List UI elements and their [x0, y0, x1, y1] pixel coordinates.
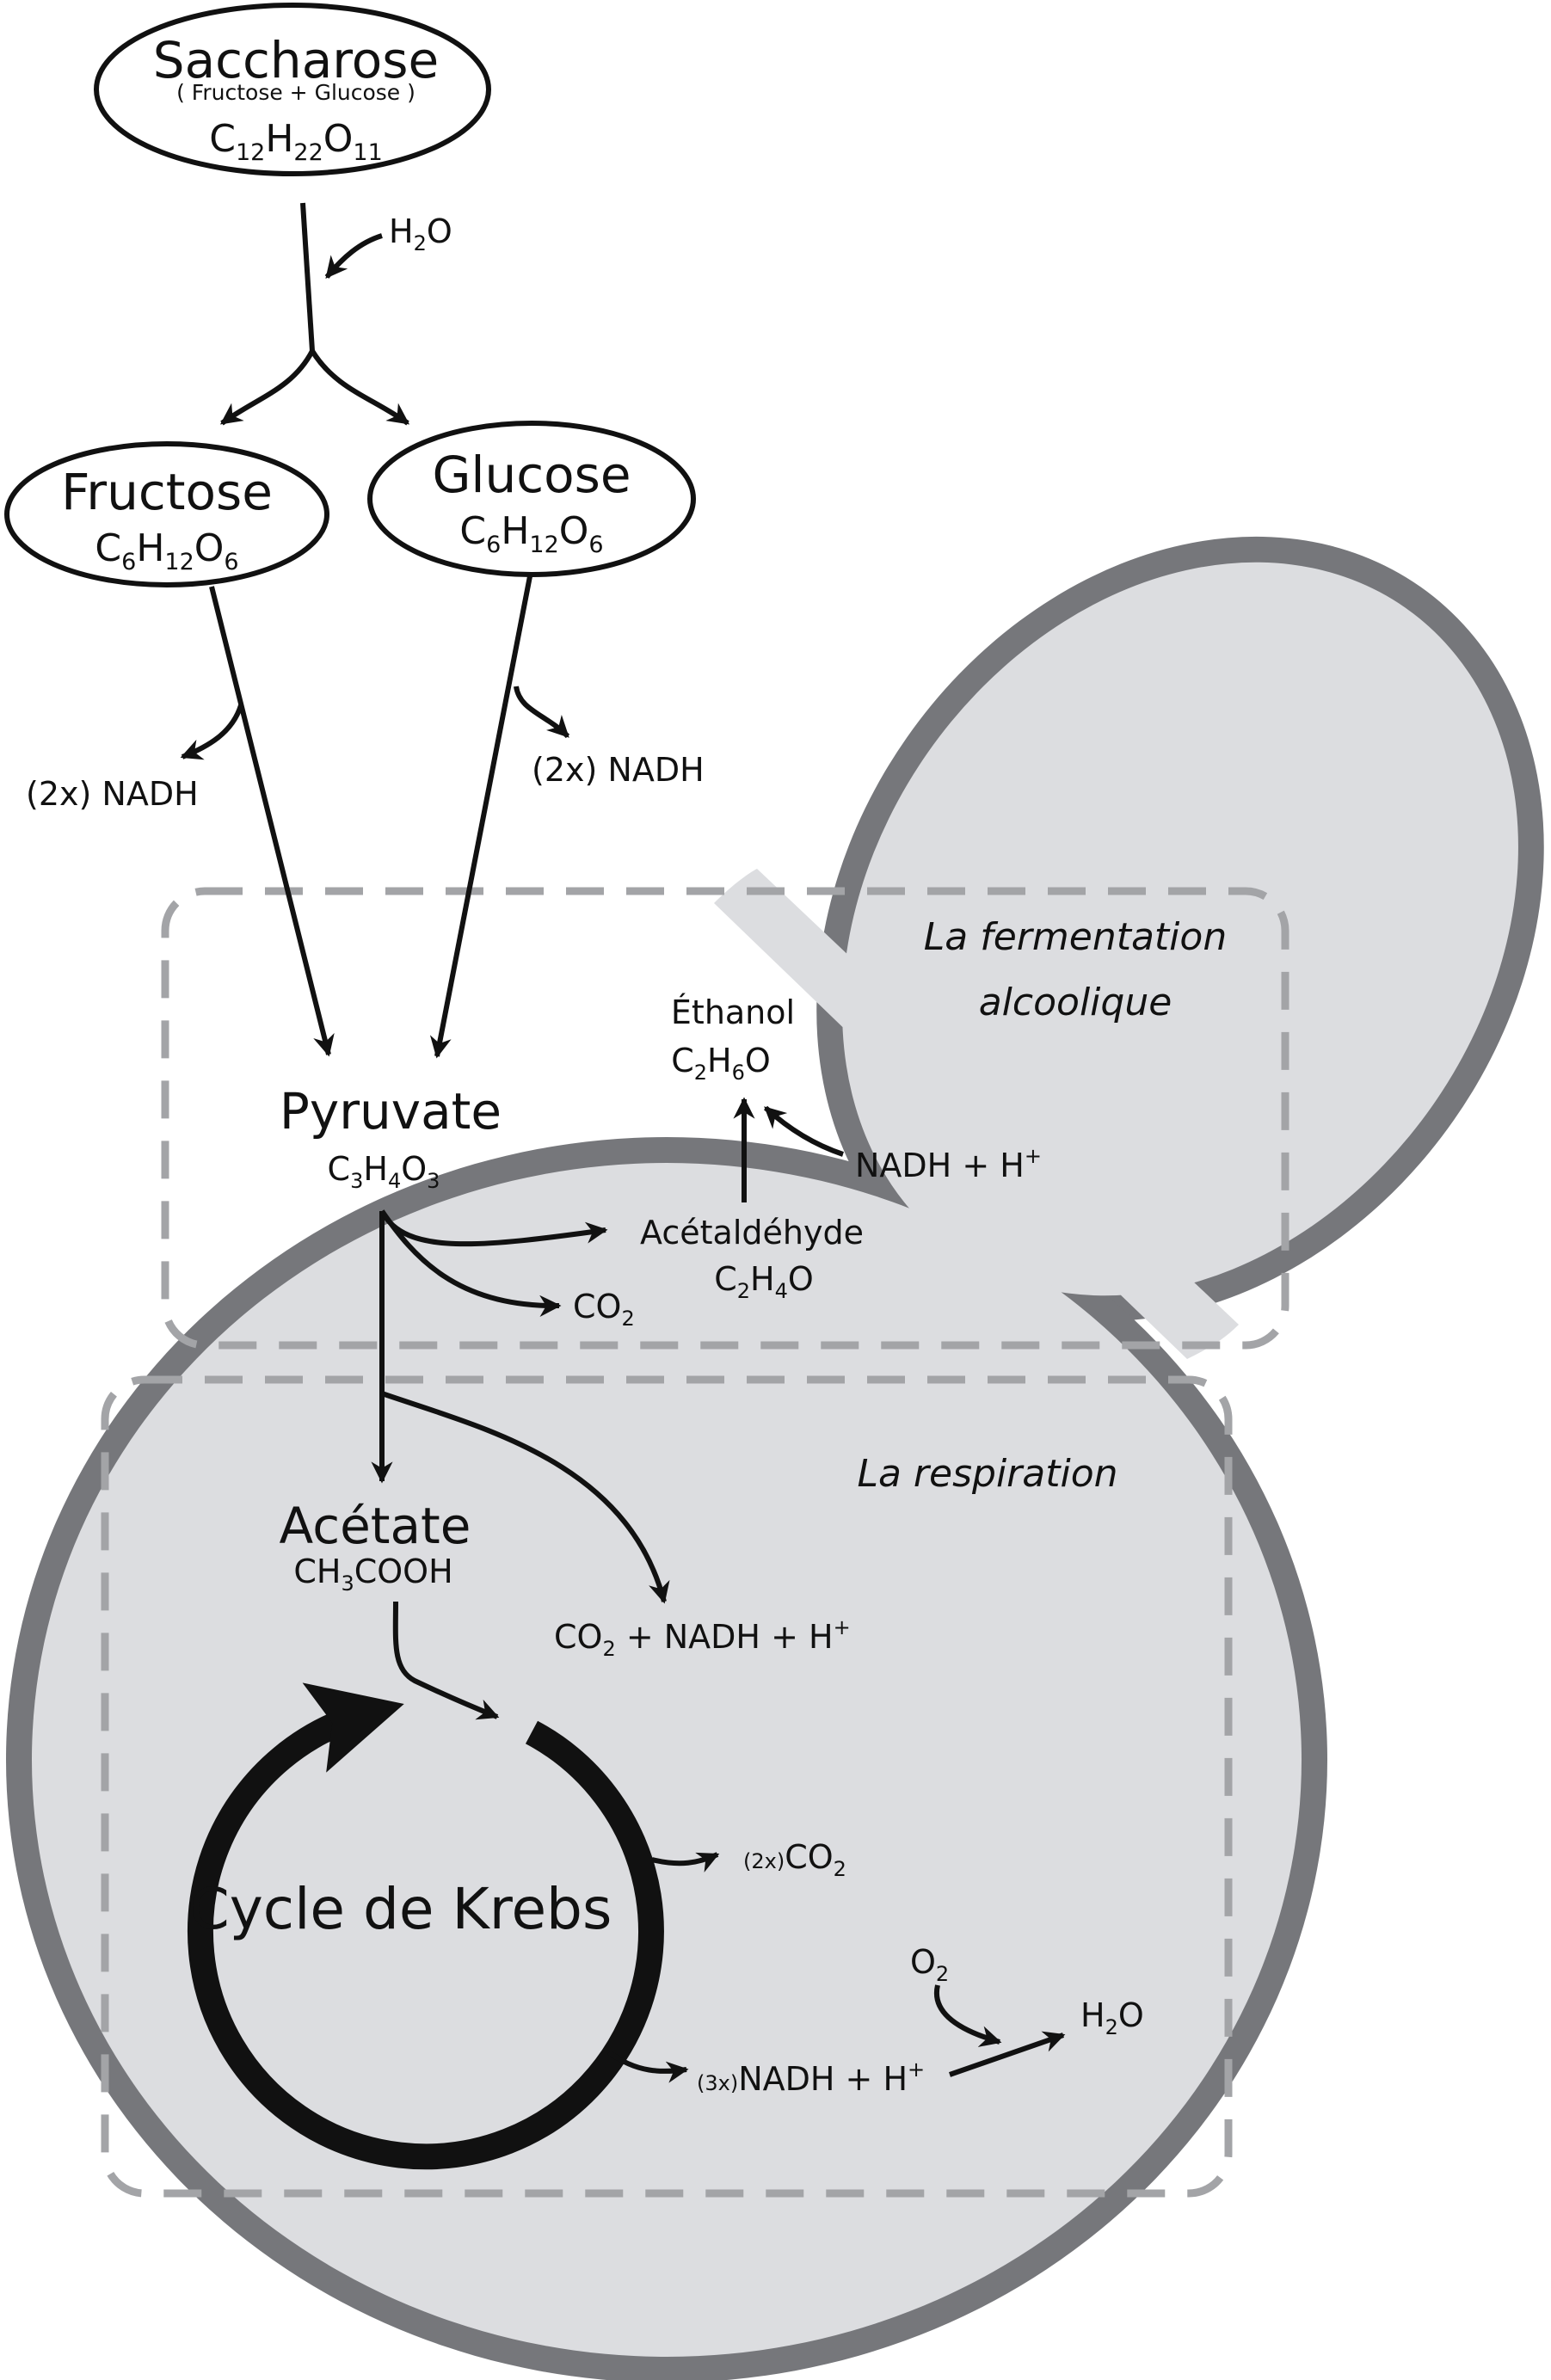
saccharose-node	[94, 3, 491, 176]
fermentation-title-line2: alcoolique	[979, 981, 1172, 1024]
fructose-label: Fructose	[61, 463, 273, 521]
respiration-compartment	[101, 1375, 1233, 2198]
acetate-to-krebs-arrow	[392, 1601, 500, 1720]
respiration-title: La respiration	[857, 1452, 1117, 1496]
fructose-to-pyruvate-arrow	[209, 586, 335, 1057]
water-arrow	[324, 233, 383, 279]
pyruvate-formula: C3H4O3	[328, 1150, 440, 1193]
o2-to-h2o-arrow	[933, 1984, 1002, 2047]
acetate-label: Acétate	[280, 1497, 471, 1555]
krebs-nadh-arrow	[607, 2050, 689, 2083]
saccharose-label: Saccharose	[153, 31, 439, 89]
water-label: H2O	[389, 212, 452, 255]
acetaldehyde-formula: C2H4O	[714, 1260, 814, 1303]
yeast-cell	[6, 536, 1544, 2380]
acetate-formula: CH3COOH	[293, 1553, 452, 1596]
hydrolysis-line	[300, 202, 315, 352]
glucose-node	[367, 421, 696, 577]
fermentation-title-line1: La fermentation	[924, 915, 1227, 959]
krebs-nadh-label: (3x)NADH + H+	[697, 2057, 925, 2098]
o2-label: O2	[910, 1943, 949, 1986]
cell-neck	[714, 869, 1239, 1359]
fermentation-co2-label: CO2	[573, 1288, 635, 1331]
glucose-nadh-arrow	[514, 686, 570, 739]
mother-cell-interior	[32, 1163, 1302, 2357]
krebs-cycle-ring	[187, 1682, 664, 2170]
fructose-node	[4, 441, 329, 587]
h2o-label: H2O	[1080, 1996, 1144, 2039]
krebs-co2-label: (2x)CO2	[743, 1838, 846, 1881]
fructose-formula: C6H12O6	[95, 526, 238, 575]
fermentation-compartment	[161, 887, 1289, 1350]
saccharose-formula: C12H22O11	[209, 117, 383, 166]
glucose-to-pyruvate-arrow	[429, 575, 532, 1059]
pyruvate-label: Pyruvate	[280, 1082, 502, 1141]
pyruvate-co2-arrow	[379, 1209, 562, 1317]
fructose-nadh-label: (2x) NADH	[26, 775, 199, 813]
glucose-label: Glucose	[432, 446, 631, 504]
nadh-to-ethanol-arrow	[763, 1105, 844, 1157]
split-to-fructose	[219, 349, 315, 426]
pyruvate-to-co2-nadh-arrow	[381, 1391, 670, 1604]
ethanol-label: Éthanol	[671, 993, 795, 1031]
acetaldehyde-label: Acétaldéhyde	[640, 1214, 864, 1251]
saccharose-composition: ( Fructose + Glucose )	[176, 80, 415, 105]
krebs-cycle-label: Cycle de Krebs	[190, 1876, 612, 1942]
fructose-nadh-arrow	[180, 704, 243, 760]
nadh-to-h2o-arrow	[949, 2031, 1066, 2077]
co2-nadh-label: CO2 + NADH + H+	[554, 1615, 851, 1661]
ethanol-formula: C2H6O	[671, 1042, 771, 1085]
glucose-nadh-label: (2x) NADH	[532, 751, 705, 789]
split-to-glucose	[310, 349, 410, 426]
krebs-co2-arrow	[651, 1852, 720, 1873]
fermentation-nadh-label: NADH + H+	[855, 1144, 1042, 1184]
glucose-formula: C6H12O6	[459, 509, 603, 558]
